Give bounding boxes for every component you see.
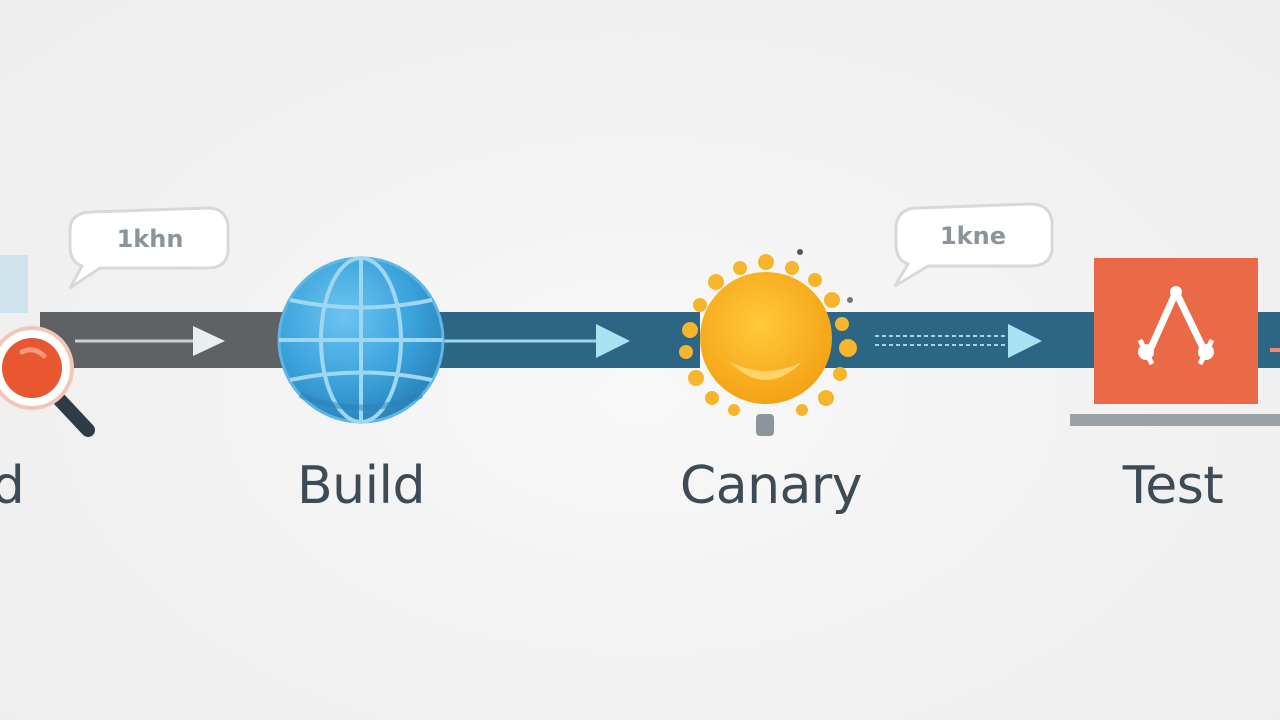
git-branch-icon <box>1070 258 1280 426</box>
pipe-segment-blue-2 <box>820 312 1110 368</box>
sun-icon <box>679 249 857 436</box>
stage-label: Test <box>1122 456 1224 516</box>
stage-label: Canary <box>679 456 863 516</box>
pipe-segment-end <box>1255 312 1280 368</box>
flow-arrow <box>75 326 225 356</box>
bubble-text: 1kne <box>940 222 1006 250</box>
stage-label: Build <box>296 456 426 516</box>
speech-bubble: 1khn <box>68 206 230 290</box>
stage-label: d <box>0 456 25 516</box>
flow-arrow <box>440 324 630 358</box>
globe-icon <box>277 256 445 424</box>
speech-bubble: 1kne <box>893 202 1054 288</box>
magnifier-icon <box>0 255 95 437</box>
bubble-text: 1khn <box>117 225 184 253</box>
flow-arrow <box>875 324 1042 358</box>
